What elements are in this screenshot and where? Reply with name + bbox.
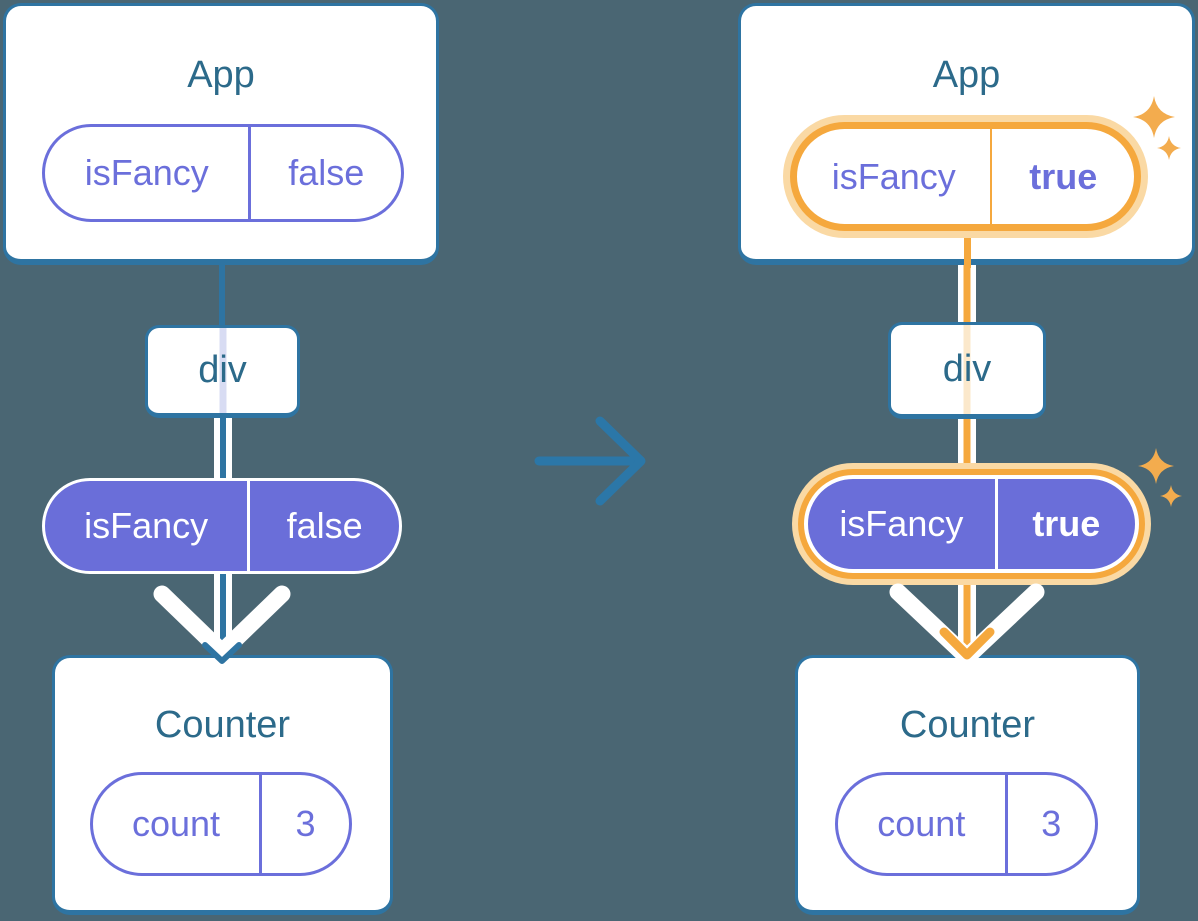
prop-name-label: isFancy bbox=[45, 481, 251, 571]
connector-pipe-app-div-right bbox=[958, 262, 976, 325]
state-name-label: count bbox=[838, 775, 1008, 873]
div-component-box-right: div bbox=[888, 322, 1046, 419]
state-name-label: count bbox=[93, 775, 262, 873]
sparkle-icon bbox=[1138, 448, 1174, 484]
app-title-right: App bbox=[932, 54, 1001, 96]
prop-value-label: false bbox=[286, 505, 363, 546]
div-title-right: div bbox=[942, 348, 992, 390]
arrowhead-icon bbox=[939, 627, 995, 660]
prop-value-label: true bbox=[1032, 503, 1101, 544]
div-title-left: div bbox=[198, 349, 247, 391]
connector-core-line bbox=[220, 570, 226, 656]
state-pill-app-left: isFancy false bbox=[42, 124, 404, 222]
connector-core-line bbox=[963, 578, 971, 656]
down-chevron-icon bbox=[889, 583, 1045, 666]
prop-pill-right-highlighted: isFancy true bbox=[804, 475, 1139, 573]
connector-core-line bbox=[963, 414, 971, 469]
connector-pipe-pill-counter-left bbox=[214, 570, 232, 656]
counter-title-right: Counter bbox=[899, 704, 1036, 746]
arrowhead-icon bbox=[202, 642, 242, 664]
connector-line-app-div-left bbox=[219, 262, 225, 330]
connector-core-line bbox=[963, 262, 971, 325]
div-component-box-left: div bbox=[145, 325, 300, 418]
pass-through-line bbox=[963, 325, 971, 414]
connector-core-line bbox=[220, 414, 226, 484]
state-pill-counter-left: count 3 bbox=[90, 772, 352, 876]
state-value-label: 3 bbox=[1041, 803, 1062, 844]
state-value-label: 3 bbox=[295, 803, 316, 844]
connector-pipe-pill-counter-right bbox=[958, 578, 976, 656]
connector-pipe-div-pill-left bbox=[214, 414, 232, 484]
connector-pipe-div-pill-right bbox=[958, 414, 976, 469]
counter-title-left: Counter bbox=[154, 704, 291, 746]
app-title-left: App bbox=[187, 54, 255, 96]
state-name-label: isFancy bbox=[45, 127, 252, 219]
state-value-label: false bbox=[288, 152, 365, 193]
transition-arrow-head-icon bbox=[595, 416, 646, 506]
sparkle-icon bbox=[1157, 136, 1181, 160]
state-name-label: isFancy bbox=[797, 129, 993, 224]
sparkle-icon bbox=[1160, 485, 1182, 507]
sparkle-icon bbox=[1133, 96, 1175, 138]
state-pill-app-right-highlighted: isFancy true bbox=[790, 122, 1141, 231]
connector-line-inside-app bbox=[964, 228, 971, 268]
state-value-label: true bbox=[1029, 155, 1098, 197]
prop-pill-left: isFancy false bbox=[42, 478, 402, 574]
prop-name-label: isFancy bbox=[808, 479, 998, 569]
state-pill-counter-right: count 3 bbox=[835, 772, 1098, 876]
down-chevron-icon bbox=[153, 585, 291, 661]
pass-through-line bbox=[219, 328, 226, 413]
